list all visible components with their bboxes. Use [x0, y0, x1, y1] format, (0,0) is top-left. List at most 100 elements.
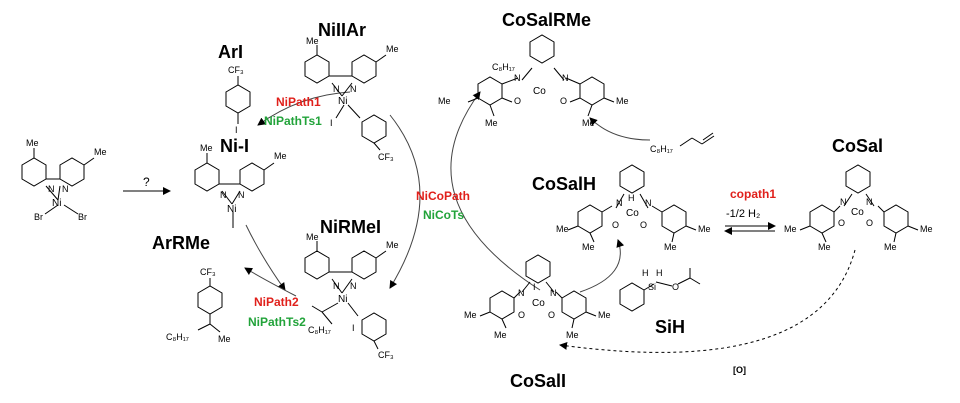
- step-nipathts2: NiPathTs2: [248, 315, 306, 329]
- alkene-structure: [679, 132, 715, 147]
- step-nicots: NiCoTs: [423, 208, 464, 222]
- oxidation-arrow: [559, 249, 856, 353]
- atom-h-sih-1: H: [642, 268, 649, 278]
- atom-br-1: Br: [34, 212, 43, 222]
- atom-n-nirmei-2: N: [350, 281, 357, 291]
- label-question: ?: [143, 175, 150, 189]
- atom-me-pre-1: Me: [26, 138, 39, 148]
- atom-me-cosal-3: Me: [818, 242, 831, 252]
- ni-ii-aryl-structure: [304, 45, 387, 151]
- atom-c8h17-alkene: C₈H₁₇: [650, 144, 673, 154]
- label-ari: ArI: [218, 42, 243, 62]
- atom-n-cosalrme-2: N: [562, 73, 569, 83]
- atom-i-niiiar: I: [330, 118, 333, 128]
- label-sih: SiH: [655, 317, 685, 337]
- atom-n-pre-2: N: [62, 184, 69, 194]
- cosal-structure: [799, 164, 919, 243]
- step-nicopath: NiCoPath: [416, 189, 470, 203]
- atom-si-sih: Si: [648, 282, 656, 292]
- atom-n-niiiar-1: N: [333, 84, 340, 94]
- atom-i-nirmei: I: [352, 323, 355, 333]
- co-cycle-arc-top-right: [589, 117, 651, 141]
- atom-n-cosalrme-1: N: [514, 73, 521, 83]
- label-h2: -1/2 H₂: [726, 208, 760, 220]
- label-nii: Ni-I: [220, 136, 249, 156]
- atom-me-cosali-4: Me: [566, 330, 579, 340]
- atom-me-niiiar-1: Me: [306, 36, 319, 46]
- atom-c8h17-cosalrme: C₈H₁₇: [492, 62, 515, 72]
- atom-co-cosalrme: Co: [533, 86, 546, 97]
- atom-me-cosal-1: Me: [784, 224, 797, 234]
- atom-co-cosalh: Co: [626, 208, 639, 219]
- atom-me-cosalrme-3: Me: [485, 118, 498, 128]
- atom-i-cosali: I: [533, 282, 536, 292]
- atom-o-cosalh-2: O: [640, 220, 647, 230]
- atom-o-cosali-1: O: [518, 310, 525, 320]
- atom-o-cosal-2: O: [866, 218, 873, 228]
- ni-i-structure: [194, 153, 275, 228]
- atom-me-cosal-2: Me: [920, 224, 933, 234]
- atom-o-cosalrme-1: O: [514, 96, 521, 106]
- atom-cf3-arrme: CF₃: [200, 267, 216, 277]
- atom-c8h17-nirmei: C₈H₁₇: [308, 325, 331, 335]
- atom-ni-niiiar: Ni: [338, 96, 347, 107]
- atom-i-ari: I: [235, 125, 238, 135]
- coupling-product-structure: [197, 278, 223, 333]
- atom-o-cosali-2: O: [548, 310, 555, 320]
- atom-me-pre-2: Me: [94, 147, 107, 157]
- atom-h-cosalh: H: [628, 193, 635, 203]
- atom-cf3-ari: CF₃: [228, 65, 244, 75]
- ni-alkyl-structure: [304, 241, 387, 350]
- atom-cf3-niiiar: CF₃: [378, 152, 394, 162]
- ni-cycle-arc-right: [389, 114, 421, 289]
- atom-me-cosalh-4: Me: [664, 242, 677, 252]
- atom-me-cosalh-2: Me: [698, 224, 711, 234]
- step-nipath2: NiPath2: [254, 295, 299, 309]
- atom-co-cosali: Co: [532, 298, 545, 309]
- atom-n-cosali-1: N: [518, 288, 525, 298]
- atom-o-sih: O: [672, 282, 679, 292]
- ni-cycle-arc-left: [245, 224, 286, 291]
- atom-n-pre-1: N: [48, 184, 55, 194]
- atom-cf3-nirmei: CF₃: [378, 350, 394, 360]
- atom-me-cosalrme-1: Me: [438, 96, 451, 106]
- atom-ni-nirmei: Ni: [338, 294, 347, 305]
- atom-me-nirmei-2: Me: [386, 240, 399, 250]
- cosalrme-structure: [467, 34, 615, 117]
- atom-me-arrme: Me: [218, 334, 231, 344]
- atom-c8h17-arrme: C₈H₁₇: [166, 332, 189, 342]
- co-cycle-arc-mid: [579, 239, 625, 293]
- atom-me-nii-1: Me: [200, 143, 213, 153]
- co-cycle-arc-left: [450, 91, 541, 291]
- label-cosali: CoSalI: [510, 371, 566, 391]
- atom-n-cosal-1: N: [840, 197, 847, 207]
- atom-me-cosalrme-4: Me: [582, 118, 595, 128]
- step-nipathts1: NiPathTs1: [264, 114, 322, 128]
- atom-me-niiiar-2: Me: [386, 44, 399, 54]
- atom-me-cosalh-1: Me: [556, 224, 569, 234]
- atom-me-cosalrme-2: Me: [616, 96, 629, 106]
- label-nirmei: NiRMeI: [320, 217, 381, 237]
- atom-ni-nii: Ni: [227, 204, 236, 215]
- silane-structure: [619, 268, 701, 312]
- aryl-iodide-structure: [225, 76, 251, 124]
- step-nipath1: NiPath1: [276, 95, 321, 109]
- atom-o-cosal-1: O: [838, 218, 845, 228]
- step-copath1: copath1: [730, 187, 776, 201]
- atom-me-cosali-3: Me: [494, 330, 507, 340]
- atom-n-nii-1: N: [220, 190, 227, 200]
- atom-n-nii-2: N: [238, 190, 245, 200]
- atom-n-cosalh-1: N: [616, 198, 623, 208]
- atom-h-sih-2: H: [656, 268, 663, 278]
- atom-n-cosal-2: N: [866, 197, 873, 207]
- atom-me-cosalh-3: Me: [582, 242, 595, 252]
- atom-me-nirmei-1: Me: [306, 232, 319, 242]
- atom-n-cosalh-2: N: [645, 198, 652, 208]
- atom-n-niiiar-2: N: [350, 84, 357, 94]
- label-cosalrme: CoSalRMe: [502, 10, 591, 30]
- cosalh-structure: [567, 164, 697, 243]
- label-cosalh: CoSalH: [532, 174, 596, 194]
- ni-cycle-arc-bottom-left: [244, 267, 297, 297]
